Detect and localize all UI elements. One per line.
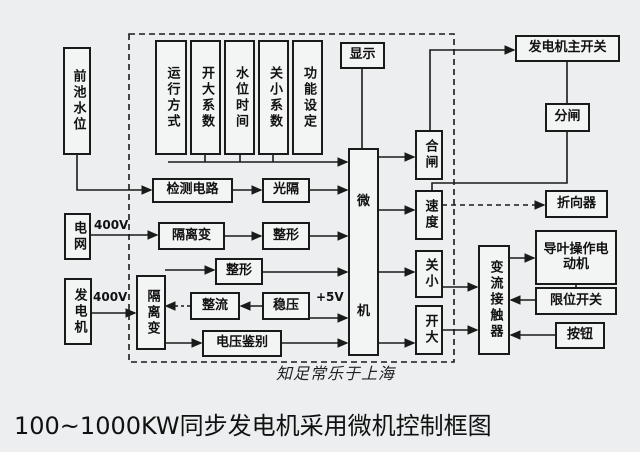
display-block: 显示 xyxy=(340,42,385,69)
isolation-transformer-generator-block: 隔离变 xyxy=(136,275,166,350)
increase-block: 开大 xyxy=(415,305,443,355)
grid-voltage-label: 400V xyxy=(94,218,129,232)
regulator-block: 稳压 xyxy=(262,292,310,320)
author-signature: 知足常乐于上海 xyxy=(276,364,396,383)
grid-block: 电网 xyxy=(64,213,91,260)
run-mode-block: 运行方式 xyxy=(155,40,187,155)
forebay-level-block: 前池水位 xyxy=(63,47,91,155)
deflector-block: 折向器 xyxy=(545,190,608,218)
microcomputer-block: 微 机 xyxy=(348,148,379,356)
close-coefficient-block: 关小系数 xyxy=(258,40,289,155)
limit-switch-block: 限位开关 xyxy=(535,287,617,315)
open-coefficient-block: 开大系数 xyxy=(190,40,221,155)
generator-main-switch-block: 发电机主开关 xyxy=(515,35,620,62)
trip-block: 分闸 xyxy=(545,103,590,132)
optocoupler-block: 光隔 xyxy=(262,178,310,203)
diagram-title: 100~1000KW同步发电机采用微机控制框图 xyxy=(14,412,492,440)
rectifier-block: 整流 xyxy=(190,292,240,320)
contactor-block: 变流接触器 xyxy=(478,245,510,355)
plus-5v-label: +5V xyxy=(316,290,344,304)
shaping-generator-block: 整形 xyxy=(215,258,263,285)
guide-vane-motor-block: 导叶操作电动机 xyxy=(535,230,617,285)
isolation-transformer-grid-block: 隔离变 xyxy=(158,222,225,250)
generator-block: 发电机 xyxy=(64,278,92,345)
voltage-detect-block: 电压鉴别 xyxy=(202,330,282,357)
microcomputer-boundary xyxy=(128,33,455,363)
micro-label-top: 微 xyxy=(356,194,370,209)
detect-circuit-block: 检测电路 xyxy=(152,178,233,203)
function-setting-block: 功能设定 xyxy=(292,40,323,155)
shaping-grid-block: 整形 xyxy=(262,222,310,250)
level-time-block: 水位时间 xyxy=(224,40,255,155)
decrease-block: 关小 xyxy=(415,250,443,298)
generator-voltage-label: 400V xyxy=(93,290,128,304)
micro-label-bottom: 机 xyxy=(356,304,370,319)
speed-block: 速度 xyxy=(415,190,443,240)
close-breaker-block: 合闸 xyxy=(415,130,443,180)
button-block: 按钮 xyxy=(555,322,605,349)
